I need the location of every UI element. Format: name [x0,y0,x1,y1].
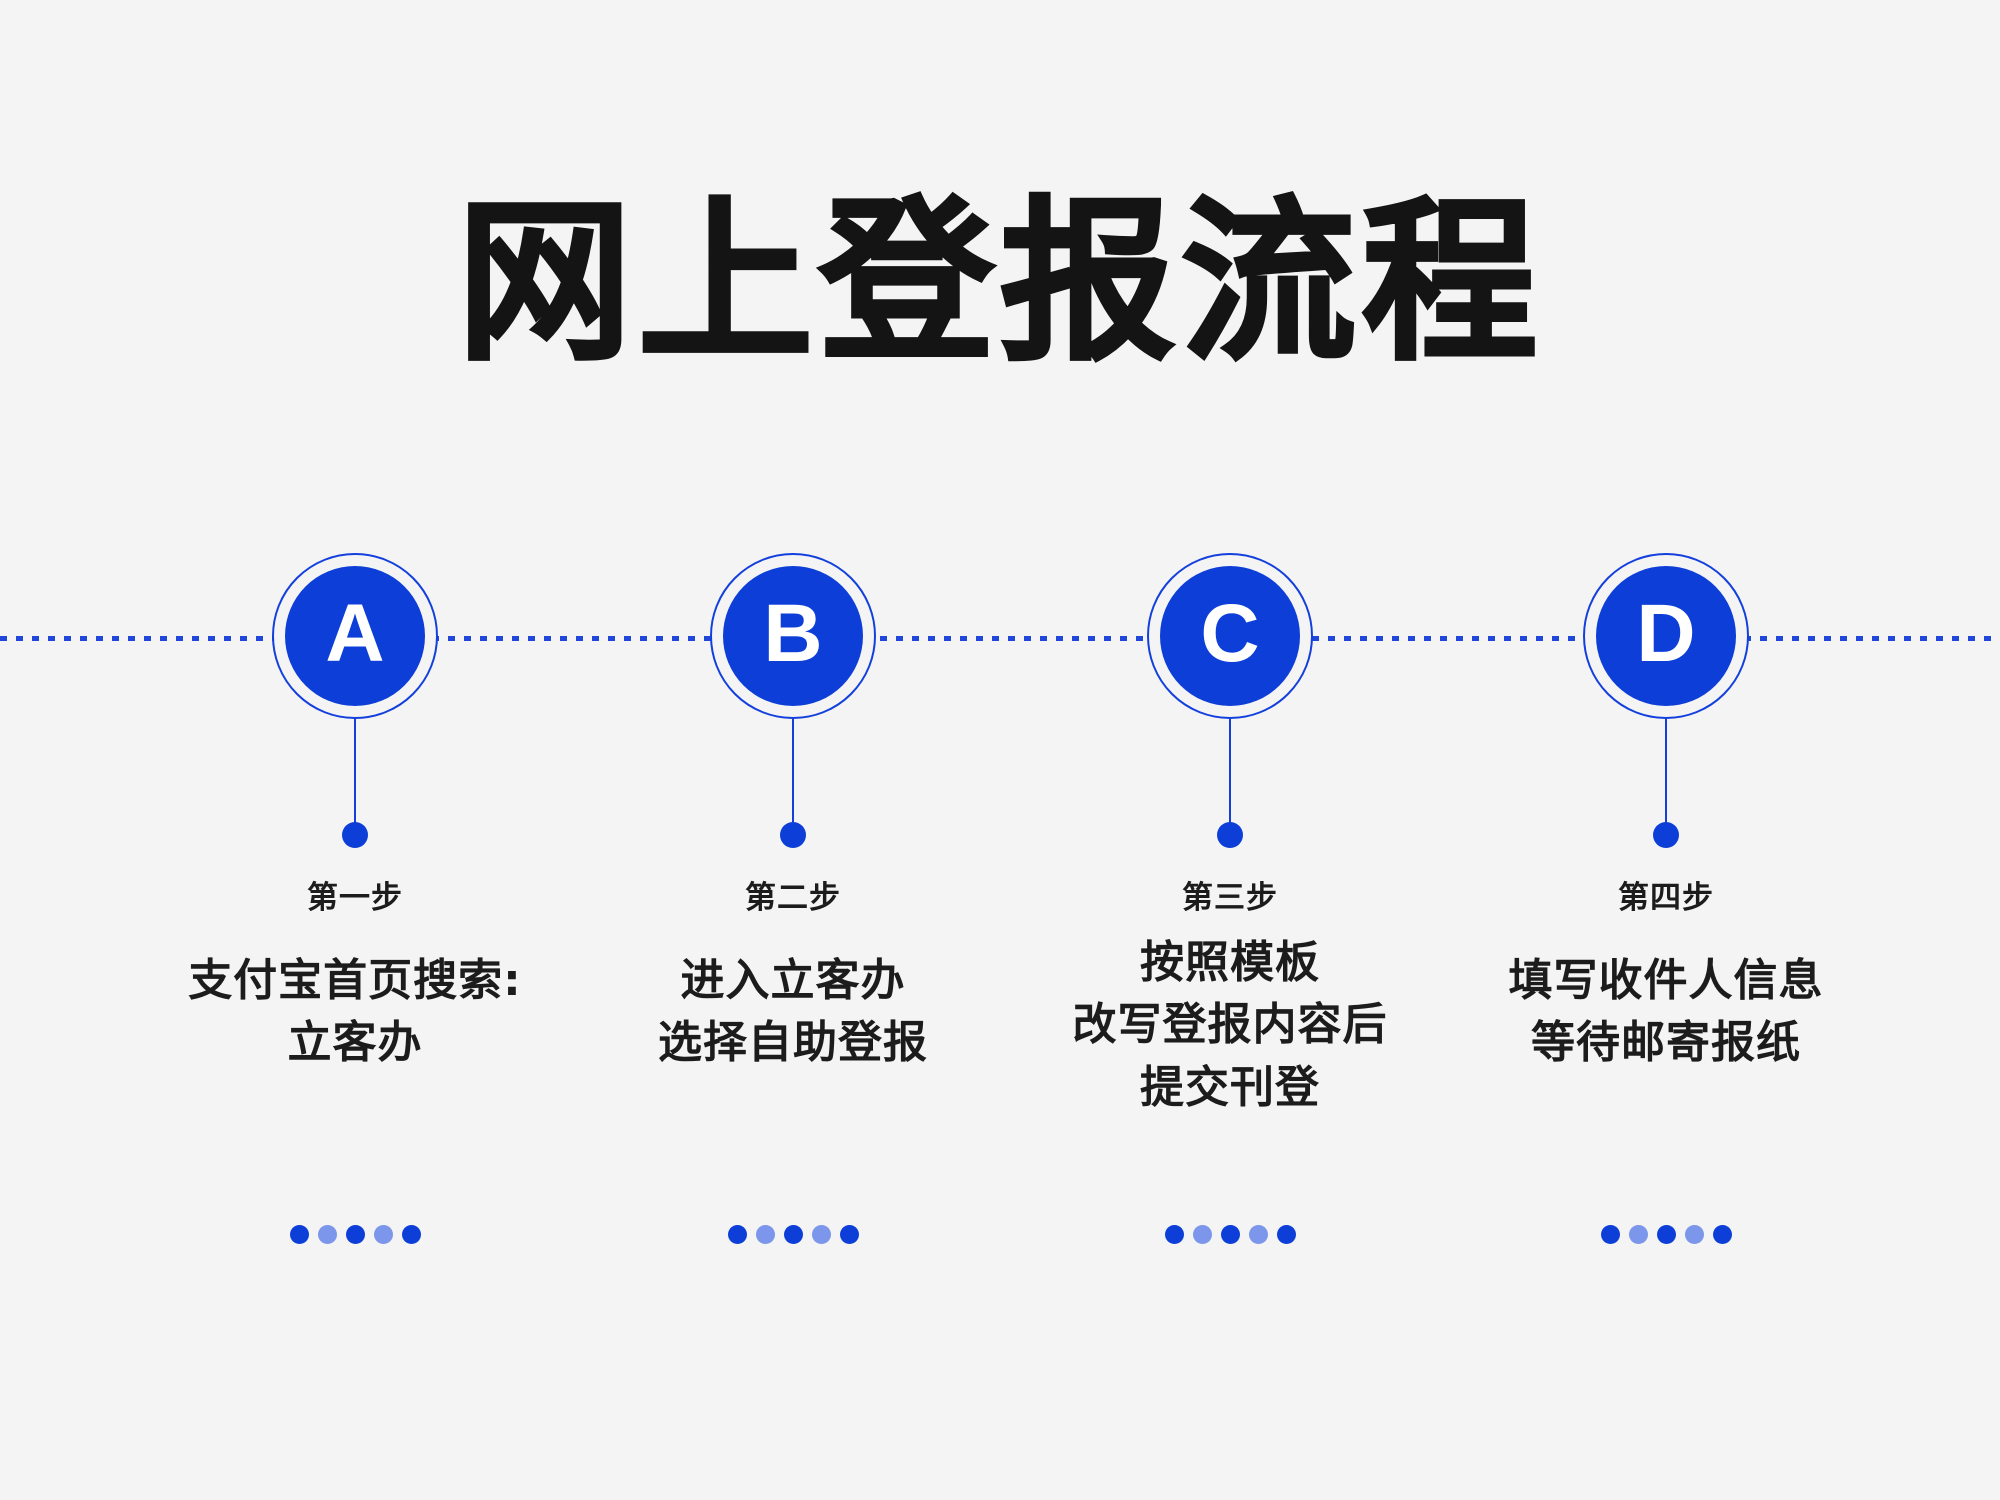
step-body-line: 选择自助登报 [658,1017,928,1069]
step-dot-row-c [1010,1225,1450,1244]
step-body-line: 改写登报内容后 [1072,999,1388,1051]
decor-dot [317,1225,337,1244]
step-item-b[interactable]: B 第二步 进入立客办 选择自助登报 [573,0,1013,1500]
step-label-b: 第二步 [745,880,841,916]
step-body-line: 等待邮寄报纸 [1531,1017,1801,1069]
decor-dot [1192,1225,1212,1244]
step-item-d[interactable]: D 第四步 填写收件人信息 等待邮寄报纸 [1446,0,1886,1500]
step-body-a: 支付宝首页搜索: 立客办 [135,950,575,1075]
step-dot-row-b [573,1225,1013,1244]
decor-dot [1712,1225,1732,1244]
step-item-c[interactable]: C 第三步 按照模板 改写登报内容后 提交刊登 [1010,0,1450,1500]
decor-dot [1628,1225,1648,1244]
step-node-circle-c[interactable]: C [1160,566,1300,706]
step-connector-dot-d [1653,822,1679,848]
step-connector-line-c [1229,719,1231,829]
decor-dot [1164,1225,1184,1244]
decor-dot [755,1225,775,1244]
step-body-b: 进入立客办 选择自助登报 [573,950,1013,1075]
decor-dot [1656,1225,1676,1244]
step-body-line: 填写收件人信息 [1508,955,1824,1006]
step-letter-b: B [763,588,823,679]
step-connector-line-a [354,719,356,829]
step-body-c: 按照模板 改写登报内容后 提交刊登 [1010,932,1450,1119]
step-connector-line-b [792,719,794,829]
step-node-circle-d[interactable]: D [1596,566,1736,706]
timeline-axis [0,636,2000,641]
decor-dot [811,1225,831,1244]
step-item-a[interactable]: A 第一步 支付宝首页搜索: 立客办 [135,0,575,1500]
decor-dot [289,1225,309,1244]
step-body-line: 立客办 [287,1017,423,1069]
step-node-circle-b[interactable]: B [723,566,863,706]
decor-dot [1248,1225,1268,1244]
step-body-line: 进入立客办 [680,955,906,1006]
decor-dot [345,1225,365,1244]
step-body-d: 填写收件人信息 等待邮寄报纸 [1446,950,1886,1075]
step-node-circle-a[interactable]: A [285,566,425,706]
decor-dot [1600,1225,1620,1244]
step-label-d: 第四步 [1618,880,1714,916]
decor-dot [727,1225,747,1244]
step-connector-dot-c [1217,822,1243,848]
step-letter-c: C [1200,588,1260,679]
decor-dot [1684,1225,1704,1244]
step-dot-row-a [135,1225,575,1244]
decor-dot [401,1225,421,1244]
step-label-a: 第一步 [307,880,403,916]
decor-dot [783,1225,803,1244]
decor-dot [373,1225,393,1244]
step-body-line: 提交刊登 [1140,1061,1320,1113]
step-label-c: 第三步 [1182,880,1278,916]
step-body-line: 支付宝首页搜索: [188,955,522,1006]
decor-dot [1220,1225,1240,1244]
step-body-line: 按照模板 [1140,937,1320,988]
step-dot-row-d [1446,1225,1886,1244]
step-connector-dot-a [342,822,368,848]
decor-dot [1276,1225,1296,1244]
step-connector-line-d [1665,719,1667,829]
page-title: 网上登报流程 [456,182,1543,385]
step-letter-a: A [325,588,385,679]
step-letter-d: D [1636,588,1696,679]
step-connector-dot-b [780,822,806,848]
decor-dot [839,1225,859,1244]
